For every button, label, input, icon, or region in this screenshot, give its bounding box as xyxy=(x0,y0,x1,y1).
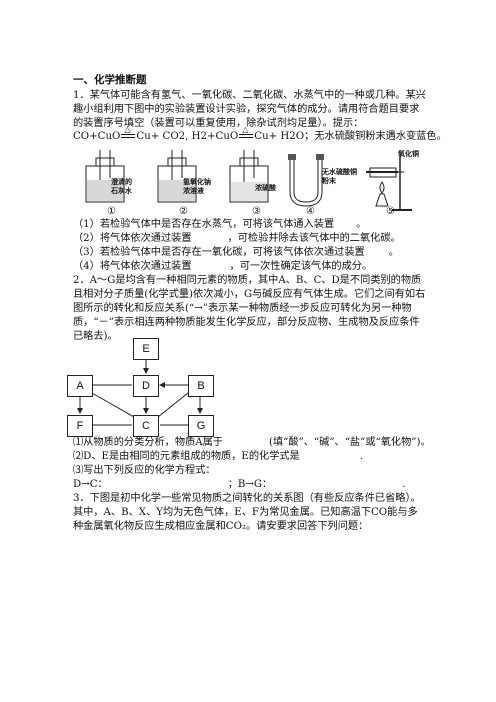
node-a: A xyxy=(67,375,93,397)
eq2-condition: △ xyxy=(242,125,249,134)
q1-sub-4-tail: ，可一次性确定该气体的成分。 xyxy=(229,261,373,272)
eq2-right: Cu+ H2O；无水硫酸铜粉末遇水变蓝色。 xyxy=(254,131,447,142)
eq1-arrow: △ xyxy=(120,125,136,143)
relationship-diagram xyxy=(77,360,203,426)
q2-line-3: 图所示的转化和反应关系(“→”表示某一种物质经一步反应可转化为另一种物 xyxy=(73,303,412,314)
q3-line-2: 其中，A、B、X、Y均为无色气体，E、F为常见金属。已知高温下CO能与多 xyxy=(73,507,418,518)
q2-sub-4-tail: . xyxy=(402,479,406,490)
q2-sub-1: ⑴从物质的分类分析，物质A属于 (填“酸”、“碱”、“盐”或“氧化物”)。 xyxy=(73,436,431,449)
node-e: E xyxy=(133,338,159,360)
q2-sub-4-bg: ；B→G： xyxy=(227,479,273,490)
q2-line-5: 已略去)。 xyxy=(73,331,118,342)
q1-sub-1-text: （1）若检验气体中是否存在水蒸气，可将该气体通入装置 xyxy=(73,219,335,230)
apparatus-5-label: 氧化铜 xyxy=(398,150,419,158)
q2-sub-4-dc: D→C： xyxy=(73,479,108,490)
q1-sub-1: （1）若检验气体中是否存在水蒸气，可将该气体通入装置 。 xyxy=(73,218,366,231)
q1-sub-3-text: （3）若检验气体中是否存在一氧化碳，可将该气体依次通过装置 xyxy=(73,247,365,258)
apparatus-3-label: 浓硫酸 xyxy=(255,184,276,192)
q1-sub-4-text: （4）将气体依次通过装置 xyxy=(73,261,192,272)
eq2-left: H2+CuO xyxy=(191,131,239,142)
q1-sub-1-tail: 。 xyxy=(356,219,367,230)
node-g: G xyxy=(188,415,214,437)
q1-sub-4: （4）将气体依次通过装置 ，可一次性确定该气体的成分。 xyxy=(73,260,372,273)
apparatus-2-label: 氢氧化钠 浓溶液 xyxy=(183,178,211,195)
node-c: C xyxy=(133,415,159,437)
q2-sub-2: ⑵D、E是由相同的元素组成的物质，E的化学式是. xyxy=(73,450,363,463)
apparatus-2-number: ② xyxy=(179,206,188,217)
apparatus-4-label: 无水硫酸铜 粉末 xyxy=(322,168,357,185)
q1-sub-2-tail: ，可检验并除去该气体中的二氧化碳。 xyxy=(227,233,401,244)
node-f: F xyxy=(67,415,93,437)
apparatus-5-tube-burner xyxy=(366,156,412,211)
q2-line-2: 且相对分子质量(化学式量)依次减小，G与碱反应有气体生成。它们之间有如右 xyxy=(73,289,426,300)
q1-hint-equations: CO+CuO△Cu+ CO2, H2+CuO△Cu+ H2O；无水硫酸铜粉末遇水… xyxy=(73,125,447,143)
q1-sub-2: （2）将气体依次通过装置 ，可检验并除去该气体中的二氧化碳。 xyxy=(73,232,401,245)
apparatus-2-bottle xyxy=(157,150,197,203)
eq1-left: CO+CuO xyxy=(73,131,121,142)
edge-b-c xyxy=(157,392,189,418)
q2-line-4: 质，“－”表示相连两种物质能发生化学反应，部分反应物、生成物及反应条件 xyxy=(73,317,420,328)
q1-sub-3-tail: 。 xyxy=(388,247,399,258)
apparatus-4-u-tube xyxy=(288,154,324,207)
edge-a-c xyxy=(91,392,135,418)
q2-sub-1-text: ⑴从物质的分类分析，物质A属于 xyxy=(73,437,223,448)
q1-line-1: 1．某气体可能含有氢气、一氧化碳、二氧化碳、水蒸气中的一种或几种。某兴 xyxy=(73,90,426,101)
apparatus-1-number: ① xyxy=(107,206,116,217)
q2-sub-2-tail: . xyxy=(359,451,364,462)
q2-line-1: 2．A～G是均含有一种相同元素的物质，其中A、B、C、D是不同类别的物质 xyxy=(73,275,422,286)
apparatus-3-bottle xyxy=(229,150,269,203)
q3-line-3: 种金属氧化物反应生成相应金属和CO₂。请安要求回答下列问题： xyxy=(73,521,369,532)
eq1-right: Cu+ CO2, xyxy=(136,131,189,142)
q1-line-2: 趣小组利用下图中的实验装置设计实验，探究气体的成分。请用符合题目要求 xyxy=(73,104,420,115)
q2-sub-4: D→C： ；B→G：. xyxy=(73,478,405,491)
node-d: D xyxy=(133,375,159,397)
q1-sub-2-text: （2）将气体依次通过装置 xyxy=(73,233,192,244)
apparatus-1-label: 澄清的 石灰水 xyxy=(111,178,132,195)
q1-line-3: 的装置序号填空（装置可以重复使用，除杂试剂均足量）。提示： xyxy=(73,118,364,129)
apparatus-4-number: ④ xyxy=(306,206,315,217)
eq2-arrow: △ xyxy=(238,125,254,143)
apparatus-5-number: ⑤ xyxy=(386,206,395,217)
apparatus-figure xyxy=(85,150,412,211)
q2-sub-2-text: ⑵D、E是由相同的元素组成的物质，E的化学式是 xyxy=(73,451,300,462)
apparatus-3-number: ③ xyxy=(252,206,261,217)
q1-sub-3: （3）若检验气体中是否存在一氧化碳，可将该气体依次通过装置 。 xyxy=(73,246,399,259)
q2-sub-3: ⑶写出下列反应的化学方程式： xyxy=(73,465,216,476)
q3-line-1: 3．下图是初中化学一些常见物质之间转化的关系图（有些反应条件已省略）。 xyxy=(73,493,421,504)
node-b: B xyxy=(188,375,214,397)
q2-sub-1-tail: (填“酸”、“碱”、“盐”或“氧化物”)。 xyxy=(268,437,431,448)
eq1-condition: △ xyxy=(124,125,131,134)
section-heading: 一、化学推断题 xyxy=(73,74,147,86)
apparatus-1-bottle xyxy=(85,150,125,203)
